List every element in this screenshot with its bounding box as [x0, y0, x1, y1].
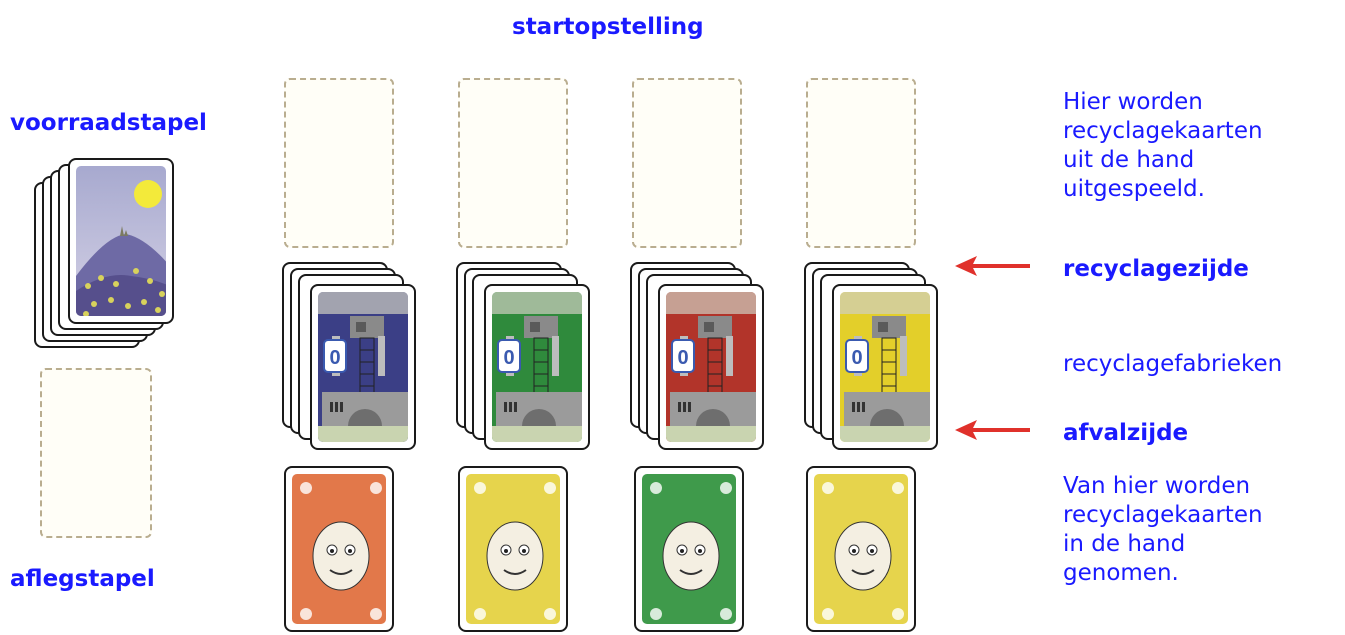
page-title: startopstelling — [512, 14, 704, 40]
waste-card-yellow[interactable] — [458, 466, 568, 632]
factory-picture: 0 — [840, 292, 930, 442]
factory-card-blue[interactable]: 0 — [310, 284, 416, 450]
factories-label: recyclagefabrieken — [1063, 351, 1283, 377]
arrow-left-icon — [955, 256, 1030, 276]
draw-pile-label: voorraadstapel — [10, 110, 207, 136]
play-slot-4[interactable] — [806, 78, 916, 248]
waste-side-label: afvalzijde — [1063, 420, 1189, 446]
factory-card-yellow[interactable]: 0 — [832, 284, 938, 450]
factory-card-green[interactable]: 0 — [484, 284, 590, 450]
waste-card-green[interactable] — [634, 466, 744, 632]
play-slot-1[interactable] — [284, 78, 394, 248]
waste-card-orange[interactable] — [284, 466, 394, 632]
bottom-info-text: Van hier worden recyclagekaarten in de h… — [1063, 473, 1263, 586]
landscape-picture — [76, 166, 166, 316]
factory-picture: 0 — [492, 292, 582, 442]
waste-card-yellow[interactable] — [806, 466, 916, 632]
sun-icon — [134, 180, 162, 208]
svg-text:0: 0 — [329, 347, 340, 369]
waste-picture — [814, 474, 908, 624]
play-slot-3[interactable] — [632, 78, 742, 248]
discard-pile-label: aflegstapel — [10, 566, 155, 592]
recycle-side-label: recyclagezijde — [1063, 256, 1249, 282]
draw-pile-top-card[interactable] — [68, 158, 174, 324]
discard-pile-slot[interactable] — [40, 368, 152, 538]
waste-picture — [292, 474, 386, 624]
top-info-text: Hier worden recyclagekaarten uit de hand… — [1063, 89, 1263, 202]
factory-card-red[interactable]: 0 — [658, 284, 764, 450]
play-slot-2[interactable] — [458, 78, 568, 248]
arrow-left-icon — [955, 420, 1030, 440]
waste-picture — [642, 474, 736, 624]
factory-picture: 0 — [666, 292, 756, 442]
factory-picture: 0 — [318, 292, 408, 442]
svg-text:0: 0 — [851, 347, 862, 369]
svg-text:0: 0 — [677, 347, 688, 369]
svg-text:0: 0 — [503, 347, 514, 369]
waste-picture — [466, 474, 560, 624]
